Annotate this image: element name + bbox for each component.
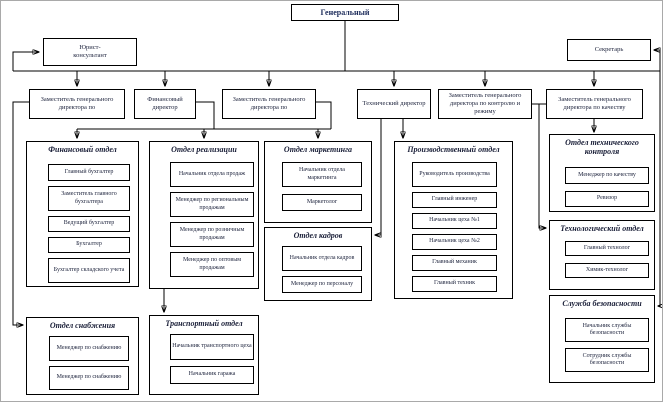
position-box: Начальник службы безопасности <box>565 318 649 342</box>
position-box: Начальник цеха №2 <box>412 234 497 250</box>
org-node-secretary: Секретарь <box>567 39 651 61</box>
org-node-label: Заместитель генерального директора по ка… <box>558 96 631 111</box>
position-label: Главный бухгалтер <box>64 168 114 175</box>
position-label: Начальник цеха №1 <box>429 217 480 224</box>
position-box: Бухгалтер <box>48 237 130 253</box>
position-label: Начальник отдела маркетинга <box>299 167 345 181</box>
org-node-deputy-director-2: Заместитель генерального директора по <box>222 89 316 119</box>
department-title: Служба безопасности <box>562 299 642 308</box>
position-box: Начальник отдела продаж <box>170 162 254 187</box>
department-title: Отдел реализации <box>171 145 237 154</box>
position-label: Главный технолог <box>583 244 631 251</box>
org-node-label: Заместитель генерального директора по <box>232 96 306 111</box>
position-label: Ревизор <box>596 195 618 202</box>
position-label: Маркетолог <box>306 198 338 205</box>
org-node-label: Финансовый директор <box>147 96 183 111</box>
position-label: Главный техник <box>433 280 475 287</box>
position-label: Руководитель производства <box>419 170 490 177</box>
position-box: Руководитель производства <box>412 162 497 187</box>
position-box: Главный инженер <box>412 192 497 208</box>
position-label: Главный инженер <box>431 196 478 203</box>
position-box: Менеджер по оптовым продажам <box>170 252 254 277</box>
department-finance: Финансовый отдел Главный бухгалтер Замес… <box>26 141 139 287</box>
department-security: Служба безопасности Начальник службы без… <box>549 295 655 383</box>
org-node-financial-director: Финансовый директор <box>134 89 196 119</box>
position-label: Начальник службы безопасности <box>582 322 632 337</box>
position-label: Начальник транспортного цеха <box>172 343 252 350</box>
department-supply: Отдел снабжения Менеджер по снабжению Ме… <box>26 317 139 395</box>
position-box: Начальник цеха №1 <box>412 213 497 229</box>
position-label: Менеджер по региональным продажам <box>175 197 249 211</box>
position-label: Менеджер по снабжению <box>56 344 122 351</box>
position-box: Ревизор <box>565 191 649 207</box>
position-box: Химик-технолог <box>565 263 649 278</box>
position-label: Заместитель главного бухгалтера <box>61 191 117 205</box>
position-label: Бухгалтер складского учета <box>53 266 125 273</box>
position-box: Бухгалтер складского учета <box>48 258 130 283</box>
department-production: Производственный отдел Руководитель прои… <box>394 141 513 299</box>
org-node-label: Юрист-консультант <box>73 44 107 59</box>
department-technology: Технологический отдел Главный технолог Х… <box>549 220 655 290</box>
position-label: Главный механик <box>432 259 477 266</box>
department-title: Отдел кадров <box>293 231 343 240</box>
department-hr: Отдел кадров Начальник отдела кадров Мен… <box>264 227 372 301</box>
position-box: Менеджер по розничным продажам <box>170 222 254 247</box>
position-box: Заместитель главного бухгалтера <box>48 186 130 211</box>
position-label: Менеджер по розничным продажам <box>179 227 245 241</box>
position-label: Начальник гаража <box>188 371 236 378</box>
department-transport: Транспортный отдел Начальник транспортно… <box>149 315 259 395</box>
position-box: Главный технолог <box>565 241 649 256</box>
department-title: Отдел технического контроля <box>565 138 639 156</box>
position-label: Химик-технолог <box>585 266 629 273</box>
department-sales: Отдел реализации Начальник отдела продаж… <box>149 141 259 289</box>
department-title: Отдел маркетинга <box>283 145 353 154</box>
position-box: Менеджер по снабжению <box>49 336 129 361</box>
position-box: Менеджер по снабжению <box>49 366 129 390</box>
org-node-label: Заместитель генерального директора по ко… <box>448 92 522 115</box>
position-box: Главный механик <box>412 255 497 271</box>
position-label: Бухгалтер <box>76 241 102 248</box>
org-node-label: Секретарь <box>594 46 624 53</box>
position-box: Начальник отдела маркетинга <box>282 162 362 187</box>
org-node-deputy-director-control: Заместитель генерального директора по ко… <box>438 89 532 119</box>
position-label: Менеджер по оптовым продажам <box>182 257 242 271</box>
department-title: Производственный отдел <box>407 145 500 154</box>
position-box: Ведущий бухгалтер <box>48 216 130 232</box>
org-node-deputy-director-1: Заместитель генерального директора по <box>29 89 125 119</box>
position-box: Менеджер по региональным продажам <box>170 192 254 217</box>
position-label: Ведущий бухгалтер <box>63 220 115 227</box>
org-node-label: Заместитель генерального директора по <box>40 96 114 111</box>
position-box: Менеджер по персоналу <box>282 276 362 293</box>
position-box: Начальник гаража <box>170 366 254 384</box>
position-label: Менеджер по снабжению <box>56 374 122 381</box>
position-label: Сотрудник службы безопасности <box>582 352 632 367</box>
position-box: Сотрудник службы безопасности <box>565 348 649 372</box>
position-box: Главный техник <box>412 276 497 292</box>
org-node-technical-director: Технический директор <box>357 89 431 119</box>
org-node-deputy-director-quality: Заместитель генерального директора по ка… <box>546 89 643 119</box>
position-label: Менеджер по качеству <box>578 171 636 178</box>
position-label: Начальник цеха №2 <box>429 238 480 245</box>
position-label: Начальник отдела кадров <box>289 254 355 261</box>
position-label: Начальник отдела продаж <box>178 170 246 177</box>
org-node-general-director: Генеральный <box>291 4 399 21</box>
org-node-legal-counsel: Юрист-консультант <box>43 38 137 66</box>
position-box: Маркетолог <box>282 194 362 211</box>
department-quality-control: Отдел технического контроля Менеджер по … <box>549 134 655 212</box>
department-title: Технологический отдел <box>560 224 644 233</box>
position-box: Главный бухгалтер <box>48 164 130 181</box>
department-title: Финансовый отдел <box>48 145 117 154</box>
org-node-label: Технический директор <box>362 100 426 107</box>
department-title: Транспортный отдел <box>165 319 243 328</box>
position-label: Менеджер по персоналу <box>290 280 354 287</box>
position-box: Менеджер по качеству <box>565 167 649 184</box>
org-node-label: Генеральный <box>320 7 370 17</box>
department-marketing: Отдел маркетинга Начальник отдела маркет… <box>264 141 372 223</box>
position-box: Начальник транспортного цеха <box>170 334 254 360</box>
position-box: Начальник отдела кадров <box>282 246 362 271</box>
department-title: Отдел снабжения <box>49 321 116 330</box>
